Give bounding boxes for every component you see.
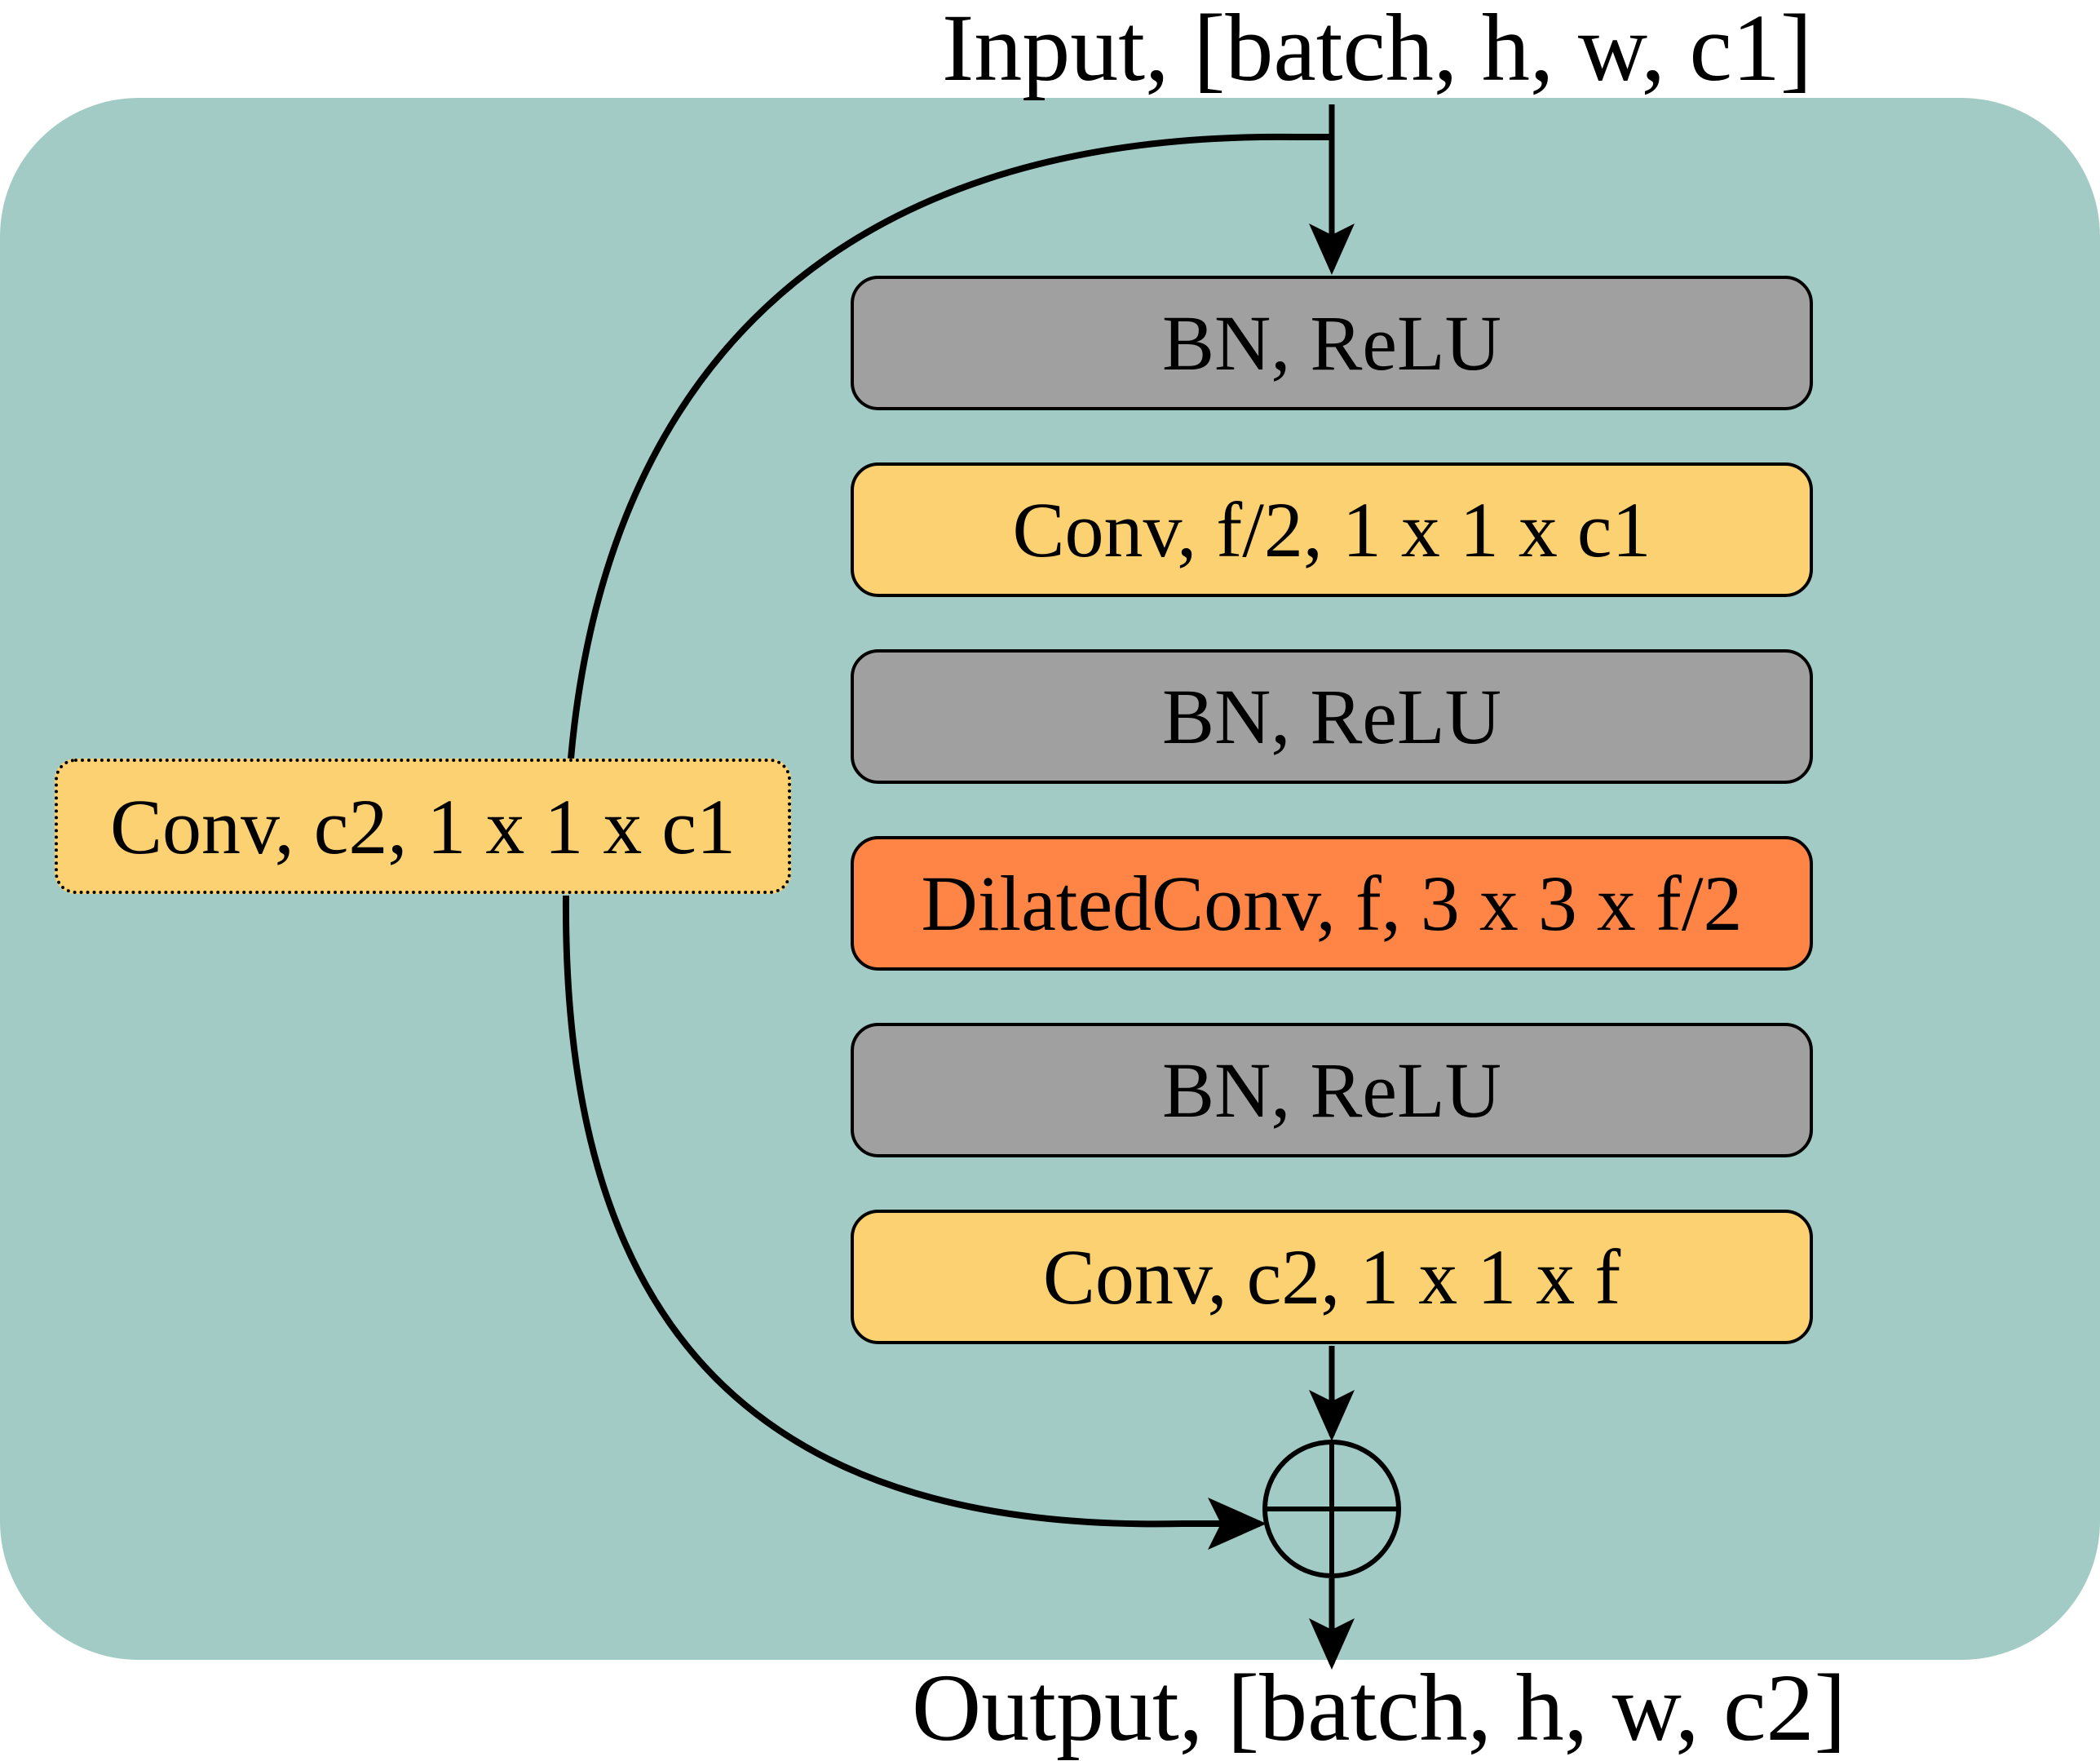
add-operator-icon: [1262, 1440, 1401, 1578]
skip-conv-block: Conv, c2, 1 x 1 x c1: [55, 759, 791, 894]
dilated-conv-block: DilatedConv, f, 3 x 3 x f/2: [851, 836, 1813, 971]
output-label: Output, [batch, h, w, c2]: [912, 1654, 1846, 1761]
conv-1x1-reduce-block: Conv, f/2, 1 x 1 x c1: [851, 462, 1813, 597]
skip-connection-bottom: [562, 895, 1267, 1550]
skip-connection-top: [568, 133, 1332, 759]
bn-relu-block-1: BN, ReLU: [851, 276, 1813, 410]
conv-1x1-expand-block: Conv, c2, 1 x 1 x f: [851, 1210, 1813, 1344]
bn-relu-block-3: BN, ReLU: [851, 1023, 1813, 1157]
bn-relu-block-2: BN, ReLU: [851, 649, 1813, 784]
input-label: Input, [batch, h, w, c1]: [942, 0, 1813, 101]
